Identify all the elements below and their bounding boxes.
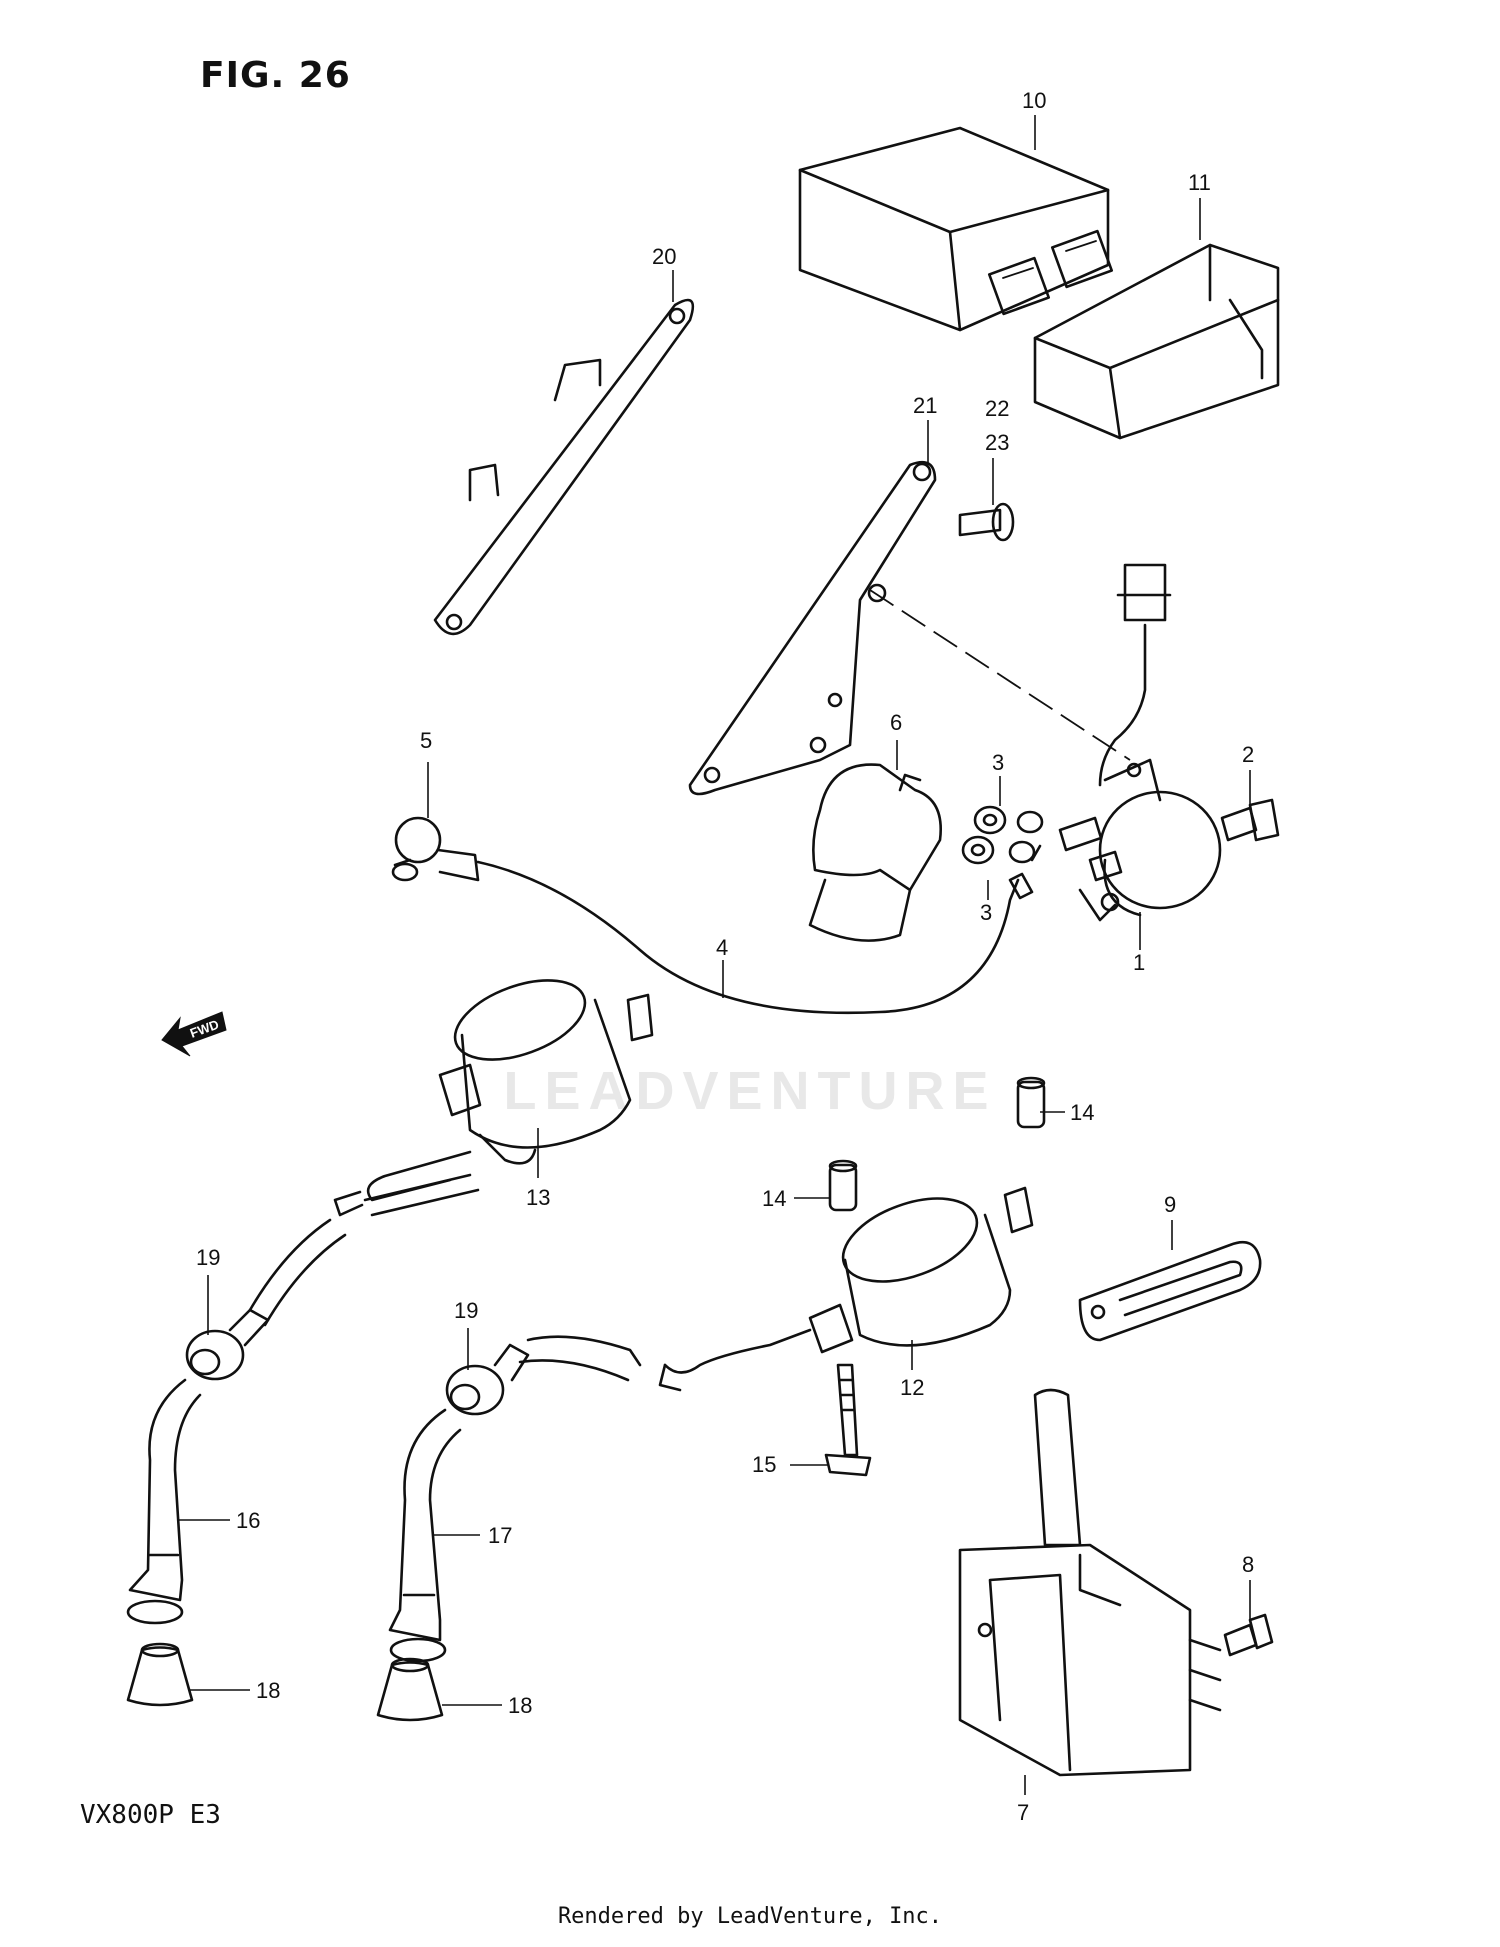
callout-7: 7 <box>1017 1800 1029 1825</box>
fwd-arrow <box>161 1011 227 1057</box>
part-6-cap <box>808 763 942 942</box>
callout-3-lower: 3 <box>980 900 992 925</box>
callout-17: 17 <box>488 1523 512 1548</box>
callout-6: 6 <box>890 710 902 735</box>
callout-12: 12 <box>900 1375 924 1400</box>
assembly-line <box>869 589 1131 761</box>
part-19-seal-left <box>185 1308 270 1381</box>
callout-16: 16 <box>236 1508 260 1533</box>
part-4-lead-wire <box>476 844 1042 1015</box>
callout-11: 11 <box>1188 170 1211 195</box>
part-15-bolt <box>824 1363 872 1477</box>
part-2-bolt <box>1220 798 1280 842</box>
callout-19-left: 19 <box>196 1245 220 1270</box>
part-3-nuts <box>961 805 1044 865</box>
callout-1: 1 <box>1133 950 1145 975</box>
callout-15: 15 <box>752 1452 776 1477</box>
figure-title: FIG. 26 <box>200 55 351 96</box>
footer-credit: Rendered by LeadVenture, Inc. <box>557 1904 943 1929</box>
part-10-igniter-unit <box>798 126 1114 332</box>
part-19-seal-right <box>445 1343 530 1416</box>
callout-14-upper: 14 <box>1070 1100 1094 1125</box>
high-tension-cord-right <box>518 1335 682 1392</box>
callout-9: 9 <box>1164 1192 1176 1217</box>
callout-23: 23 <box>985 430 1009 455</box>
callout-18-left: 18 <box>256 1678 280 1703</box>
callout-18-right: 18 <box>508 1693 532 1718</box>
part-12-ignition-coil <box>663 1186 1034 1374</box>
part-9-clamp <box>1078 1240 1262 1342</box>
part-14-cushions <box>828 1076 1046 1212</box>
callout-3-upper: 3 <box>992 750 1004 775</box>
part-20-bracket <box>433 298 695 636</box>
part-17-plug-cap <box>388 1408 462 1663</box>
callout-5: 5 <box>420 728 432 753</box>
part-16-plug-cap <box>126 1378 202 1625</box>
part-21-bracket <box>688 460 937 796</box>
part-8-bolt <box>1223 1613 1274 1657</box>
model-code: VX800P E3 <box>80 1800 221 1830</box>
part-7-regulator <box>958 1388 1222 1777</box>
callout-10: 10 <box>1022 88 1046 113</box>
callout-4: 4 <box>716 935 728 960</box>
part-11-cover <box>1033 243 1280 440</box>
watermark-text: LEADVENTURE <box>503 1061 997 1121</box>
part-13-ignition-coil <box>333 979 654 1217</box>
callout-leaders <box>178 115 1251 1795</box>
part-5-terminal-cap <box>391 816 480 882</box>
callout-2: 2 <box>1242 742 1254 767</box>
callout-19-right: 19 <box>454 1298 478 1323</box>
high-tension-cord-left <box>248 1173 480 1327</box>
part-22-23-bolt-washer <box>958 502 1015 542</box>
callout-14-lower: 14 <box>762 1186 786 1211</box>
part-1-starter-relay <box>1058 758 1222 922</box>
callout-21: 21 <box>913 393 937 418</box>
callout-20: 20 <box>652 244 676 269</box>
callout-22: 22 <box>985 396 1009 421</box>
callout-8: 8 <box>1242 1552 1254 1577</box>
callout-13: 13 <box>526 1185 550 1210</box>
part-18-cap-covers <box>126 1642 444 1722</box>
part-1-relay-lead <box>1098 563 1172 787</box>
